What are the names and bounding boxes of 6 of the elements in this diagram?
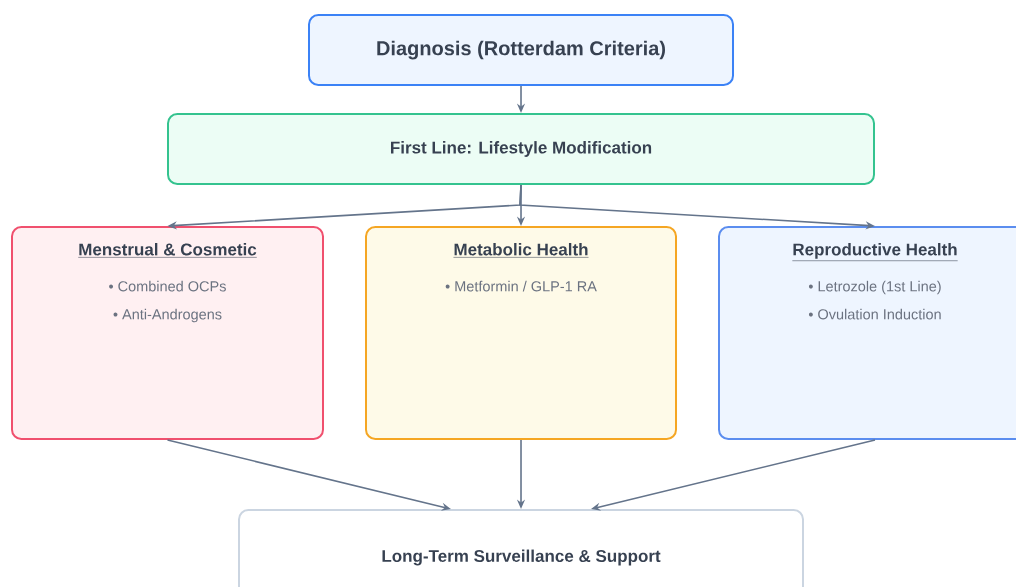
category-card: Reproductive Health • Letrozole (1st Line) • Ovulation Induction bbox=[718, 226, 1016, 440]
process-box: Diagnosis (Rotterdam Criteria) bbox=[308, 14, 734, 86]
category-card: Menstrual & Cosmetic • Combined OCPs • Anti-Androgens bbox=[11, 226, 324, 440]
category-card: Metabolic Health • Metformin / GLP-1 RA bbox=[365, 226, 677, 440]
process-box: Long-Term Surveillance & Support bbox=[238, 509, 804, 587]
process-box: First Line: Lifestyle Modification bbox=[167, 113, 875, 185]
